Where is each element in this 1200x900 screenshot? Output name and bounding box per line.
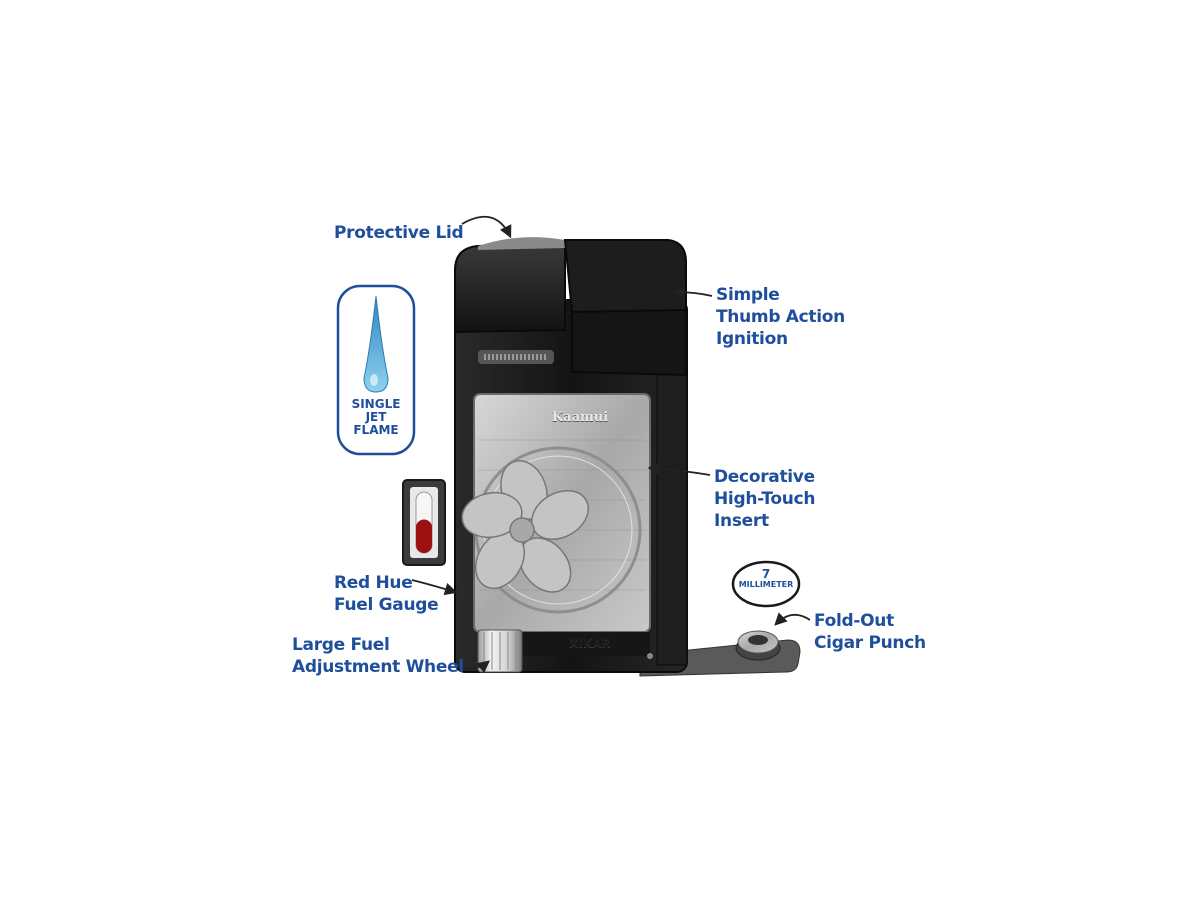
vent-grille [478,350,554,364]
fuel-adjustment-wheel [477,629,523,673]
maker-mark: XIKAR [569,636,611,650]
ignition-button [563,239,687,377]
maker-plate [520,632,653,659]
label-line: Fuel Gauge [334,595,439,615]
fuel-gauge-fill [416,519,432,553]
arrow-protective-lid [461,215,512,239]
single-jet-flame-badge [336,284,416,456]
flame-badge-line: JET [365,410,387,424]
cherry-blossom-emblem [461,460,589,593]
label-line: High-Touch [714,489,816,509]
arrow-fuel-gauge [411,579,458,596]
label-line: Decorative [714,467,815,487]
millimeter-unit: MILLIMETER [738,580,794,589]
label-line: Red Hue [334,573,413,593]
label-cigar-punch: Fold-Out Cigar Punch [814,610,926,654]
label-line: Protective Lid [334,223,464,243]
label-line: Cigar Punch [814,633,926,653]
label-line: Fold-Out [814,611,894,631]
arrow-ignition [672,285,713,299]
flame-badge-caption: SINGLE JET FLAME [336,398,416,437]
protective-lid [454,237,566,334]
label-line: Insert [714,511,769,531]
flame-icon [363,295,389,393]
fuel-gauge-window [402,479,446,566]
arrow-cigar-punch [774,612,811,626]
label-line: Adjustment Wheel [292,657,464,677]
flame-badge-line: FLAME [353,423,399,437]
label-line: Thumb Action [716,307,845,327]
label-fuel-gauge: Red Hue Fuel Gauge [334,572,439,616]
decorative-insert [461,393,651,633]
arrow-fuel-wheel [457,660,490,674]
millimeter-number: 7 [761,567,771,581]
callout-arrows [411,215,811,674]
label-insert: Decorative High-Touch Insert [714,466,815,532]
label-fuel-wheel: Large Fuel Adjustment Wheel [292,634,464,678]
brand-mark: Kaamui [551,410,609,425]
label-ignition: Simple Thumb Action Ignition [716,284,845,350]
flame-badge-line: SINGLE [351,397,401,411]
millimeter-badge [731,560,801,608]
label-line: Ignition [716,329,788,349]
label-protective-lid: Protective Lid [334,222,464,244]
millimeter-badge-caption: 7 MILLIMETER [726,568,806,590]
arrow-insert [647,462,711,476]
label-line: Large Fuel [292,635,390,655]
label-line: Simple [716,285,780,305]
